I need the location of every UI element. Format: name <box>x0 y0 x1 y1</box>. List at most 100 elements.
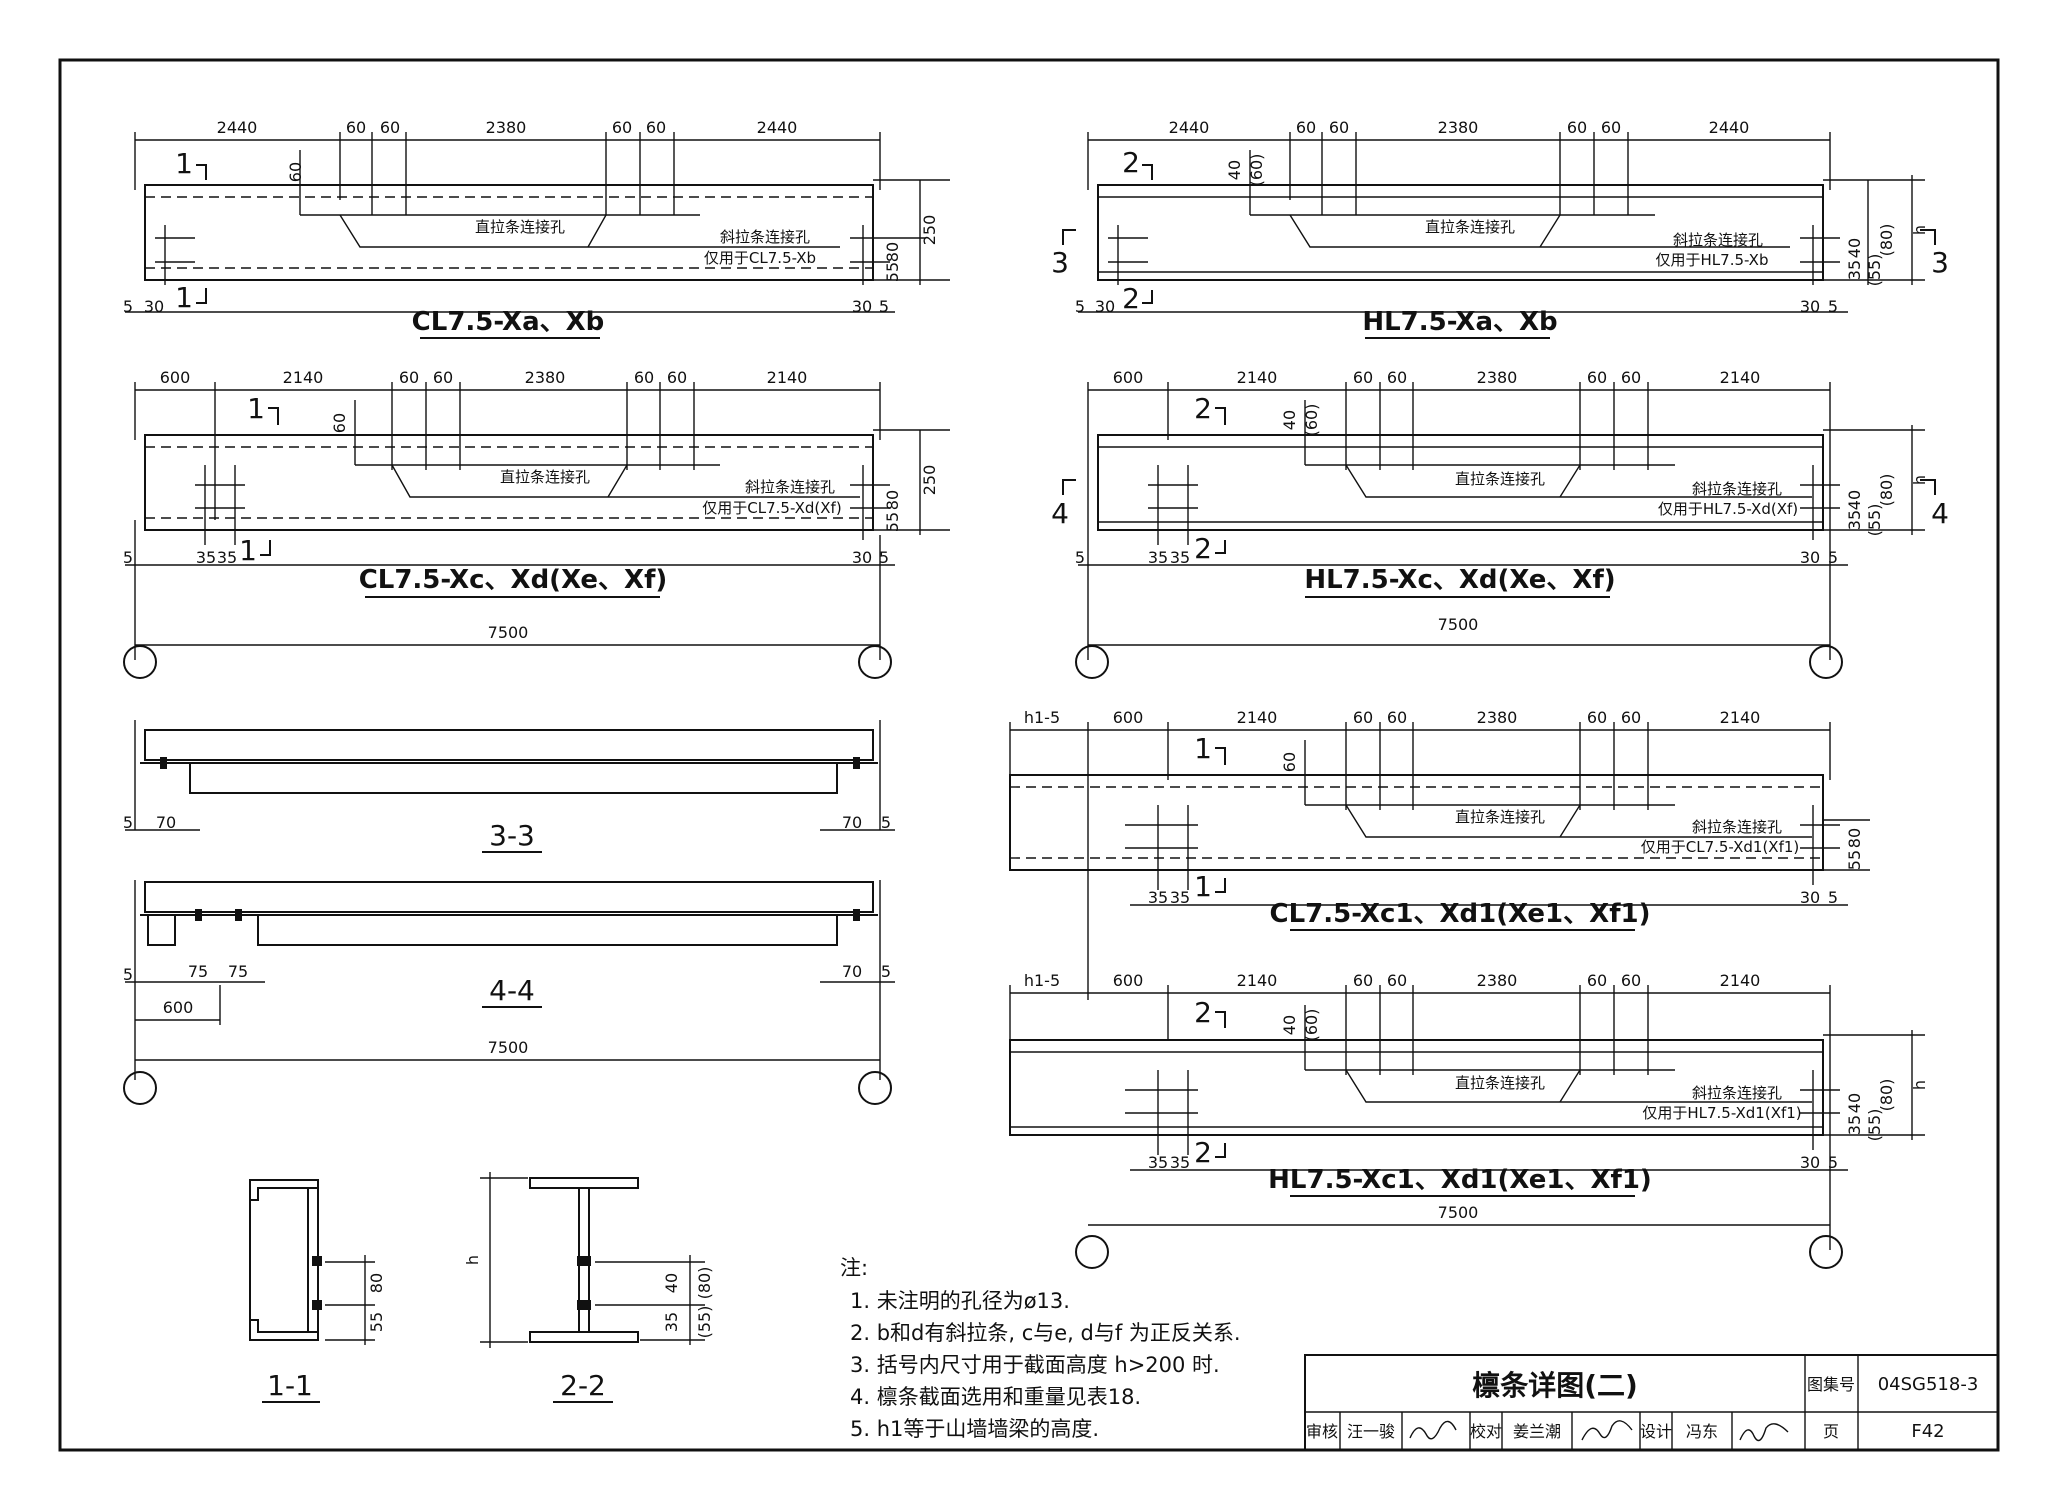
dim-vert: 40 <box>1225 160 1244 180</box>
hole-label: 直拉条连接孔 <box>1455 1074 1545 1092</box>
dim-vert-alt: (60) <box>1302 1009 1321 1042</box>
dim-2440-left: 2440 <box>217 118 258 137</box>
hole-label: 直拉条连接孔 <box>1455 470 1545 488</box>
dim-60: 60 <box>1621 971 1641 990</box>
dim-35: 35 <box>1170 1153 1190 1172</box>
dim-7500: 7500 <box>488 623 529 642</box>
dim-60: 60 <box>1587 971 1607 990</box>
dim-2140: 2140 <box>283 368 324 387</box>
designer-signature <box>1739 1423 1789 1442</box>
dim-40: 40 <box>1845 1093 1864 1113</box>
reviewer-signature <box>1409 1420 1457 1440</box>
dim-2140: 2140 <box>1237 708 1278 727</box>
dim-60: 60 <box>1601 118 1621 137</box>
dim-vert: 60 <box>330 413 349 433</box>
only-for-label: 仅用于CL7.5-Xb <box>704 249 816 267</box>
dim-35: 35 <box>1845 260 1864 280</box>
dim-80: (80) <box>1877 1079 1896 1112</box>
dim-80: 80 <box>883 490 902 510</box>
dim-2380: 2380 <box>1477 368 1518 387</box>
title-block: 檩条详图(二) 图集号 04SG518-3 审核 汪一骏 校对 姜兰潮 设计 冯… <box>1304 1354 1999 1451</box>
dim-60: 60 <box>667 368 687 387</box>
dim-2380: 2380 <box>525 368 566 387</box>
dim-60: 60 <box>1353 368 1373 387</box>
dim-5: 5 <box>879 548 889 567</box>
dim-2440-right: 2440 <box>757 118 798 137</box>
dim-5: 5 <box>123 297 133 316</box>
dim-vert: 40 <box>1280 410 1299 430</box>
dim-2440-right: 2440 <box>1709 118 1750 137</box>
dim-70: 70 <box>842 962 862 981</box>
dim-35: 35 <box>1170 888 1190 907</box>
checker-name: 姜兰潮 <box>1513 1422 1561 1441</box>
dim-5: 5 <box>1828 548 1838 567</box>
dim-55: (55) <box>1865 254 1884 287</box>
dim-2440-left: 2440 <box>1169 118 1210 137</box>
section-mark-1-top: 1 <box>1194 732 1212 765</box>
section-mark-1-top: 1 <box>247 392 265 425</box>
dim-80: 80 <box>883 242 902 262</box>
dim-80: (80) <box>695 1267 714 1300</box>
dim-60: 60 <box>1387 971 1407 990</box>
dim-35: 35 <box>662 1312 681 1332</box>
dim-60: 60 <box>380 118 400 137</box>
dim-5: 5 <box>881 813 891 832</box>
dim-30: 30 <box>1800 297 1820 316</box>
hole-label: 直拉条连接孔 <box>500 468 590 486</box>
dim-35: 35 <box>196 548 216 567</box>
dim-30: 30 <box>852 297 872 316</box>
section-mark-2-top: 2 <box>1122 146 1140 179</box>
dim-5: 5 <box>881 962 891 981</box>
dim-2380: 2380 <box>486 118 527 137</box>
dim-60: 60 <box>1621 368 1641 387</box>
dim-h: h <box>1910 475 1929 485</box>
dim-35: 35 <box>1148 1153 1168 1172</box>
dim-40: 40 <box>1845 490 1864 510</box>
dim-55: 55 <box>883 262 902 282</box>
dim-2140: 2140 <box>767 368 808 387</box>
dim-30: 30 <box>144 297 164 316</box>
drawing-cl-xcd: 600 2140 60 60 2380 60 60 2140 直拉条连接孔 斜拉… <box>123 368 950 679</box>
section-mark-3-left: 3 <box>1051 246 1069 279</box>
diag-hole-label: 斜拉条连接孔 <box>1673 231 1763 249</box>
dim-80: 80 <box>367 1273 386 1293</box>
drawing-hl-xcd1: h1-5 600 2140 60 60 2380 60 60 2140 直拉条连… <box>1009 971 1929 1269</box>
dim-80: 80 <box>1845 828 1864 848</box>
section-mark-1-bottom: 1 <box>1194 870 1212 903</box>
diag-hole-label: 斜拉条连接孔 <box>1692 818 1782 836</box>
dim-2380: 2380 <box>1438 118 1479 137</box>
sheet-border <box>58 58 2000 1452</box>
title-cl-xab: CL7.5-Xa、Xb <box>412 307 605 337</box>
dim-2140: 2140 <box>1237 368 1278 387</box>
hole-label: 直拉条连接孔 <box>1455 808 1545 826</box>
dim-600: 600 <box>163 998 194 1017</box>
dim-5: 5 <box>123 965 133 984</box>
drawing-hl-xcd: 600 2140 60 60 2380 60 60 2140 直拉条连接孔 斜拉… <box>1051 368 1949 679</box>
title-hl-xab: HL7.5-Xa、Xb <box>1362 307 1557 337</box>
section-mark-1-top: 1 <box>175 147 193 180</box>
dim-2380: 2380 <box>1477 708 1518 727</box>
dim-35: 35 <box>1845 510 1864 530</box>
page-number: F42 <box>1911 1421 1944 1442</box>
dim-2140: 2140 <box>1237 971 1278 990</box>
dim-60: 60 <box>1387 368 1407 387</box>
note-item: 3. 括号内尺寸用于截面高度 h>200 时. <box>850 1353 1220 1377</box>
dim-30: 30 <box>852 548 872 567</box>
dim-60: 60 <box>1587 368 1607 387</box>
dim-60: 60 <box>1567 118 1587 137</box>
dim-60: 60 <box>634 368 654 387</box>
designer-name: 冯东 <box>1686 1422 1718 1441</box>
title-cl-xcd: CL7.5-Xc、Xd(Xe、Xf) <box>359 565 668 595</box>
dim-35: 35 <box>1170 548 1190 567</box>
checker-signature <box>1581 1420 1633 1441</box>
dim-h: h <box>463 1255 482 1265</box>
drawing-hl-xab: 2440 60 60 2380 60 60 2440 直拉条连接孔 斜拉条连接孔… <box>1051 118 1949 339</box>
dim-vert-alt: (60) <box>1302 404 1321 437</box>
dim-30: 30 <box>1800 888 1820 907</box>
notes: 注: 1. 未注明的孔径为ø13. 2. b和d有斜拉条, c与e, d与f 为… <box>840 1256 1241 1441</box>
note-item: 2. b和d有斜拉条, c与e, d与f 为正反关系. <box>850 1321 1241 1345</box>
atlas-number: 04SG518-3 <box>1878 1374 1979 1395</box>
diag-hole-label: 斜拉条连接孔 <box>1692 1084 1782 1102</box>
dim-5: 5 <box>1828 888 1838 907</box>
dim-60: 60 <box>346 118 366 137</box>
